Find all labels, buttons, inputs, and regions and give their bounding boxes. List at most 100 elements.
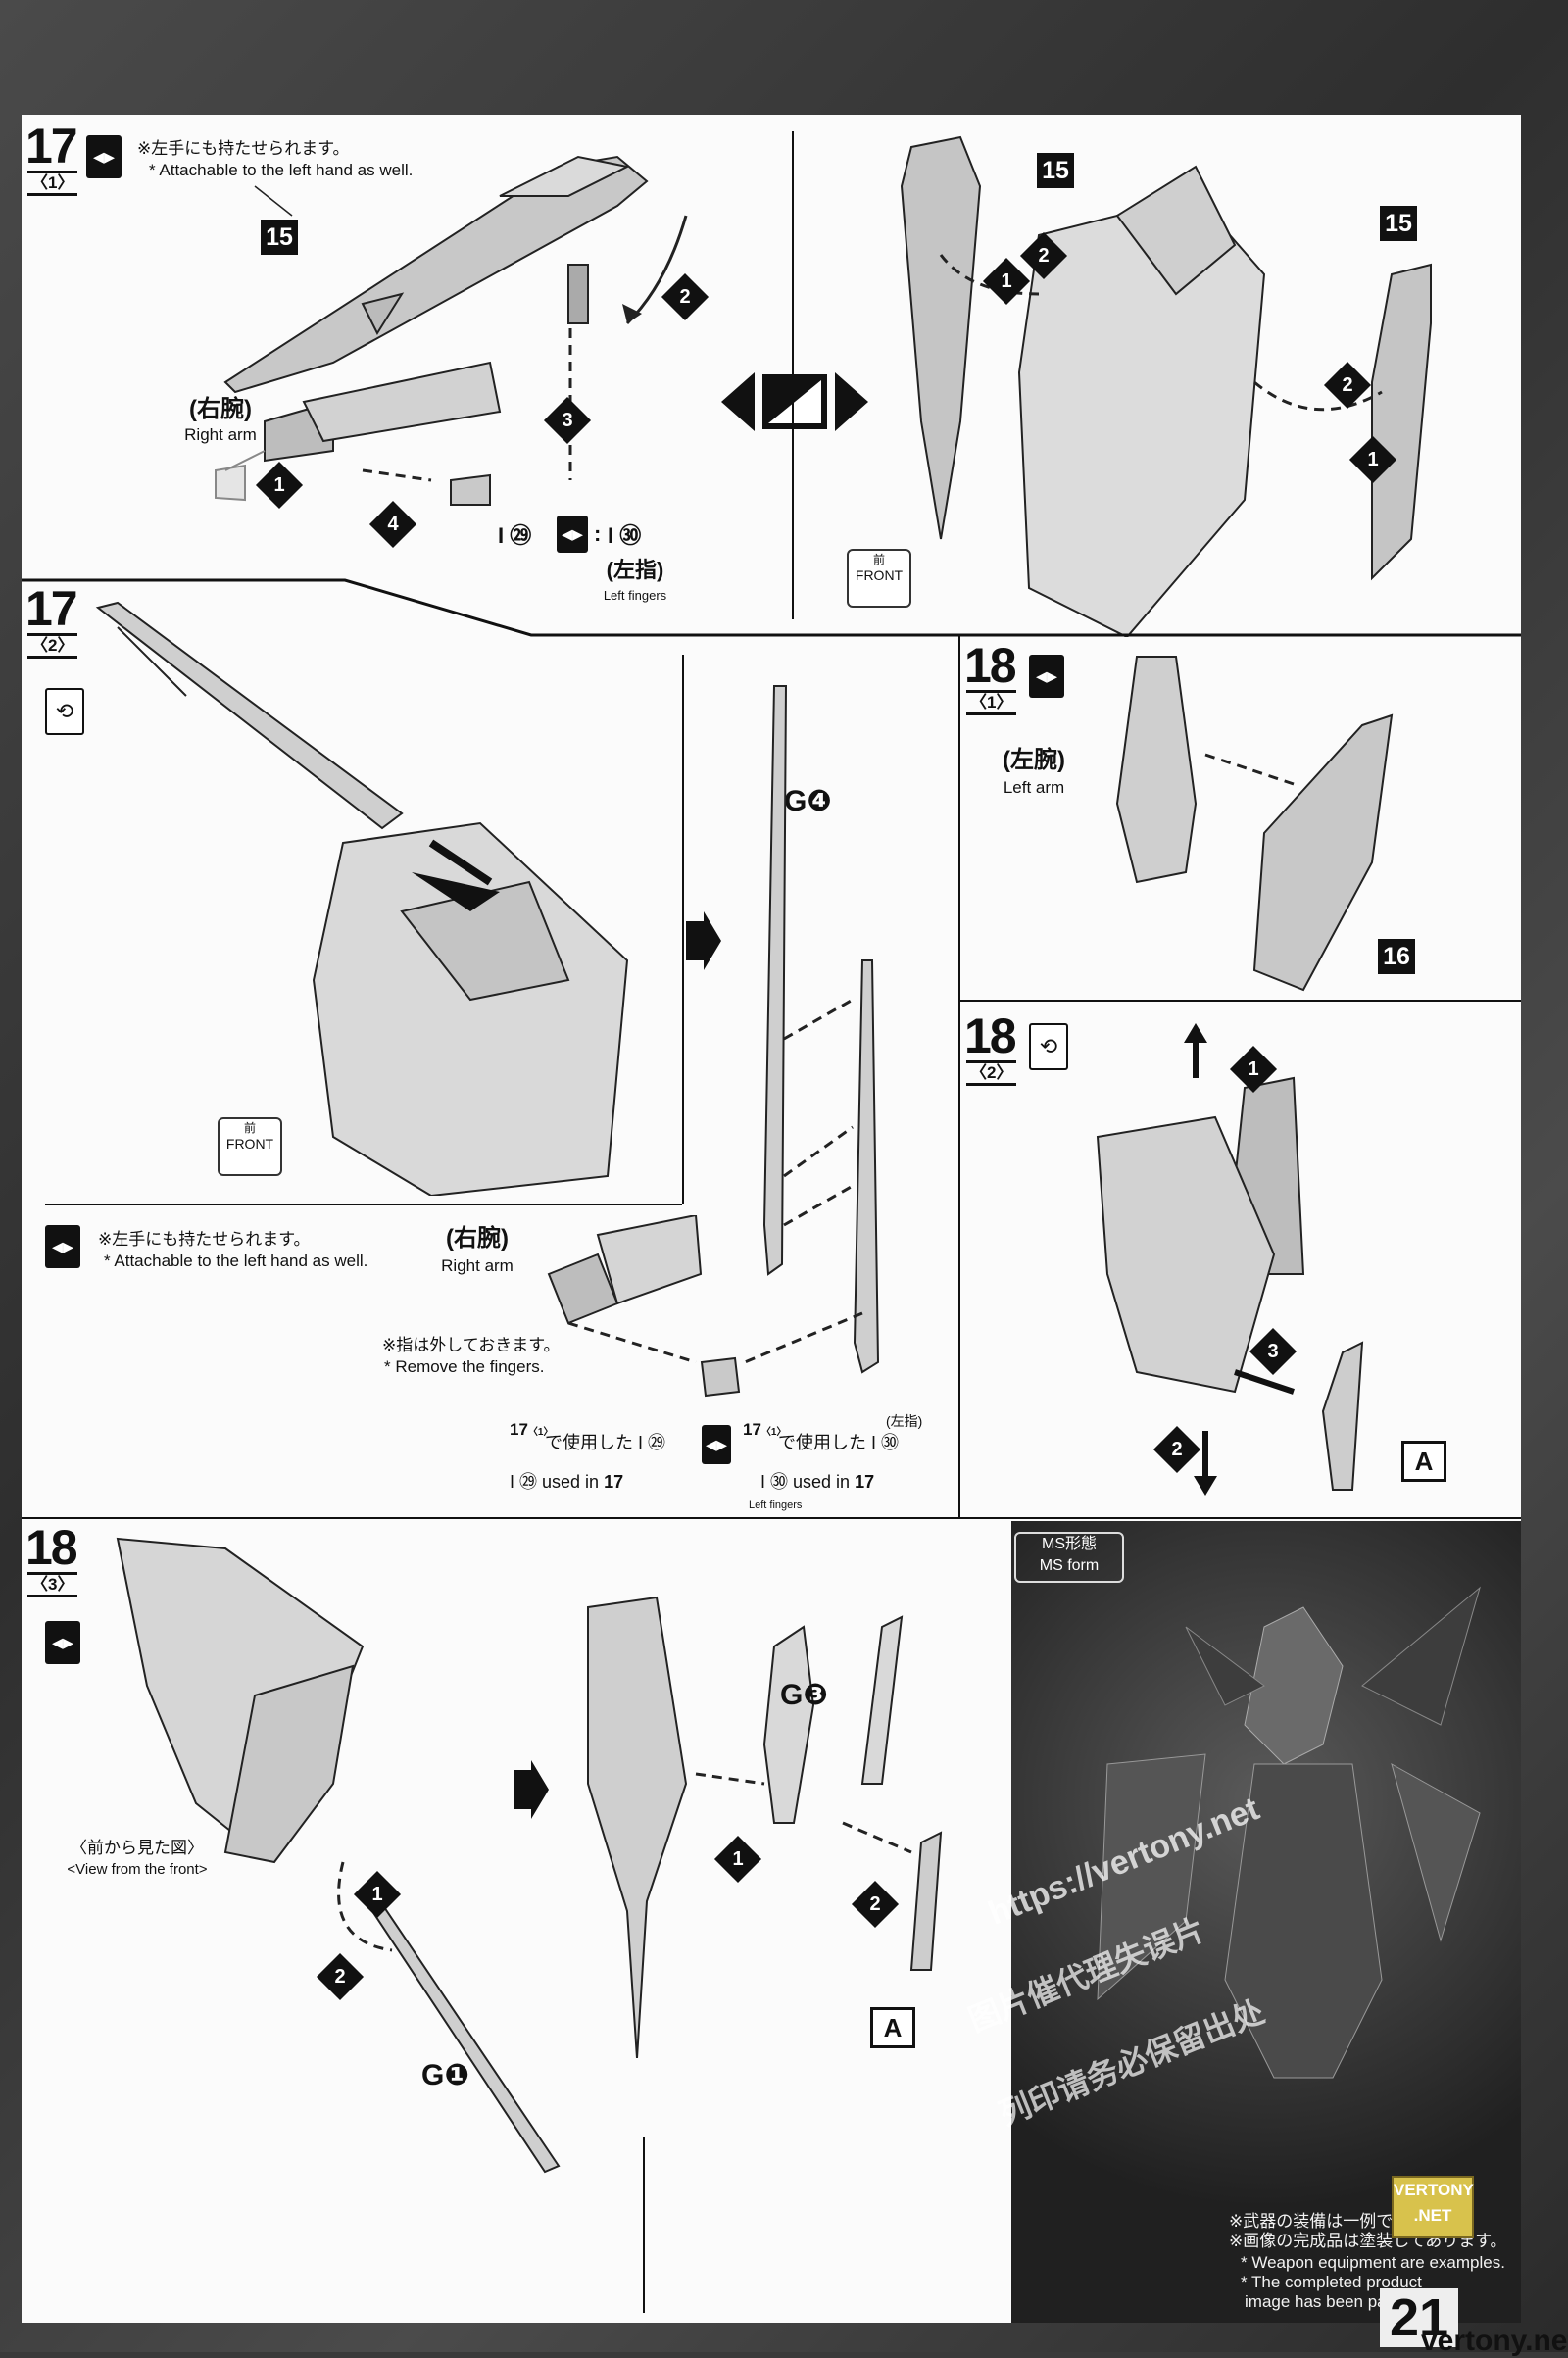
left-fingers-en: Left fingers [749, 1499, 803, 1511]
right-arm-label-jp: (右腕) [446, 1225, 509, 1252]
sword-parts-illustration [744, 685, 880, 1374]
right-arm-label-en: Right arm [441, 1256, 514, 1275]
left-fingers-en: Left fingers [603, 588, 667, 603]
next-arrow-icon [686, 911, 721, 970]
part-number-15: 15 [1037, 153, 1074, 188]
page-number: 21 [1380, 2288, 1458, 2347]
hand-swap-icon: ◂▸ [45, 1225, 80, 1268]
gate-label-g1: G❶ [421, 2059, 469, 2091]
step-sub: 〈1〉 [966, 690, 1017, 715]
shield-assembly-illustration [587, 1596, 943, 2058]
right-arm-illustration [547, 1215, 703, 1364]
step-marker: 3 [1249, 1327, 1298, 1376]
step-marker: 2 [851, 1880, 900, 1929]
step-number: 17 [25, 119, 78, 173]
mobile-suit-illustration [900, 135, 1432, 637]
swap-icon: ◂▸ [557, 516, 588, 553]
used-note-b-en: I ㉚ used in 17 [760, 1472, 875, 1492]
swap-icon: ◂▸ [702, 1425, 731, 1464]
step-marker: 1 [982, 257, 1031, 306]
step-number: 17 [25, 581, 78, 636]
note-en: * Attachable to the left hand as well. [104, 1252, 368, 1270]
divider [682, 655, 684, 1204]
divider [958, 1000, 1521, 1002]
view-label-en: <View from the front> [67, 1861, 208, 1878]
step-sub: 〈1〉 [27, 171, 78, 196]
used-note-b-jp: で使用した I ㉚ [778, 1433, 900, 1452]
used-note-b-left: (左指) [886, 1413, 923, 1429]
rotate-icon: ⟲ [45, 688, 84, 735]
note-jp: ※左手にも持たせられます。 [137, 139, 350, 158]
used-note-a-jp: で使用した I ㉙ [545, 1433, 666, 1452]
gate-label-g3: G❸ [780, 1679, 828, 1711]
step-sub: 〈2〉 [966, 1060, 1017, 1086]
gate-label-g4: G❹ [784, 785, 832, 817]
section-divider [22, 578, 1521, 637]
step-marker: 1 [353, 1870, 402, 1919]
part-number-15: 15 [261, 220, 298, 255]
divider [22, 1517, 1521, 1519]
finger-part-illustration [700, 1356, 741, 1398]
part-box-a: A [870, 2007, 915, 2048]
divider [45, 1204, 682, 1205]
step-marker: 1 [255, 461, 304, 510]
flip-view-icon [721, 372, 868, 431]
hand-swap-icon: ◂▸ [45, 1621, 80, 1664]
ms-form-figure [1097, 1586, 1481, 2079]
swap-part-b: I ㉚ [608, 523, 642, 548]
part-number-16: 16 [1378, 939, 1415, 974]
ms-note-1-jp: ※武器の装備は一例です。 [1229, 2212, 1425, 2231]
right-arm-label-jp: (右腕) [189, 396, 252, 422]
rotate-icon: ⟲ [1029, 1023, 1068, 1070]
step-marker: 1 [1229, 1045, 1278, 1094]
step-marker: 2 [1019, 231, 1068, 280]
swap-sep: : [594, 521, 602, 546]
left-arm-label-en: Left arm [1003, 778, 1065, 797]
ms-note-2-en: * The completed product [1241, 2273, 1422, 2291]
step-marker: 2 [1323, 361, 1372, 410]
swap-part-a: I ㉙ [498, 523, 532, 548]
used-note-a-en: I ㉙ used in 17 [510, 1472, 624, 1492]
step-sub: 〈3〉 [27, 1572, 78, 1597]
step-marker: 2 [316, 1952, 365, 2001]
used-ref-b: 17〈1〉 [743, 1420, 787, 1439]
footer-url: vertony.net [1421, 2325, 1568, 2357]
note-en: * Attachable to the left hand as well. [149, 161, 414, 179]
step-marker: 1 [1348, 435, 1397, 484]
step-number: 18 [964, 1008, 1017, 1063]
part-number-15: 15 [1380, 206, 1417, 241]
front-view-illustration [116, 1537, 365, 1864]
hand-swap-icon: ◂▸ [86, 135, 122, 178]
part-box-a: A [1401, 1441, 1446, 1482]
shield-attach-illustration [1115, 656, 1394, 992]
left-arm-label-jp: (左腕) [1003, 747, 1065, 773]
shield-detach-illustration [1096, 1023, 1364, 1496]
step-marker: 4 [368, 500, 417, 549]
remove-note-en: * Remove the fingers. [384, 1357, 545, 1376]
step-marker: 1 [713, 1835, 762, 1884]
sword-equip-illustration [95, 601, 629, 1196]
remove-note-jp: ※指は外しておきます。 [382, 1336, 561, 1354]
hand-swap-icon: ◂▸ [1029, 655, 1064, 698]
step-marker: 2 [661, 272, 710, 321]
step-number: 18 [25, 1520, 78, 1575]
watermark-badge: VERTONY.NET [1392, 2176, 1474, 2238]
right-arm-label-en: Right arm [184, 425, 257, 444]
weapon-illustration [215, 155, 688, 506]
next-arrow-icon [514, 1760, 549, 1819]
view-label-jp: 〈前から見た図〉 [71, 1839, 204, 1857]
step-sub: 〈2〉 [27, 633, 78, 659]
blade-insert-illustration [337, 1861, 561, 2174]
step-marker: 2 [1152, 1425, 1201, 1474]
step-marker: 3 [543, 396, 592, 445]
divider [958, 635, 960, 1517]
left-fingers-jp: (左指) [606, 558, 664, 582]
step-number: 18 [964, 638, 1017, 693]
used-ref-a: 17〈1〉 [510, 1420, 554, 1439]
ms-note-1-en: * Weapon equipment are examples. [1241, 2253, 1505, 2272]
divider [792, 131, 794, 619]
note-jp: ※左手にも持たせられます。 [98, 1230, 311, 1249]
